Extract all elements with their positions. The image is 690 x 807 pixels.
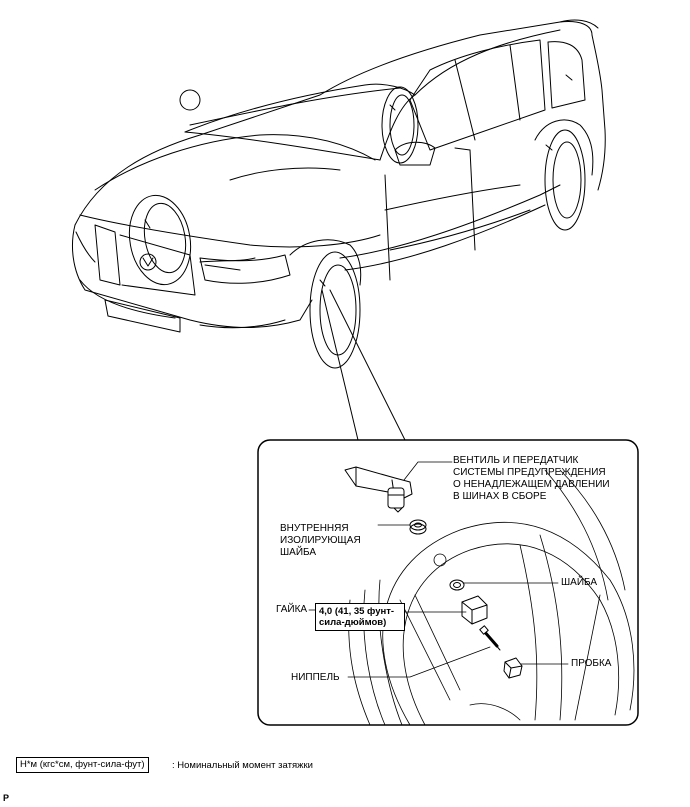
nut-part <box>461 595 488 625</box>
torque-spec-box: 4,0 (41, 35 фунт- сила-дюймов) <box>315 603 405 631</box>
wheel-rim <box>348 469 635 726</box>
legend-units-box: Н*м (кгс*см, фунт-сила-фут) <box>16 757 149 773</box>
washer-part <box>449 579 465 591</box>
callout-line <box>329 289 406 441</box>
callout-line <box>321 289 359 441</box>
detail-box <box>257 439 639 726</box>
valve-transmitter-assembly <box>344 466 413 513</box>
label-washer: ШАЙБА <box>561 577 598 588</box>
label-valve-transmitter: ВЕНТИЛЬ И ПЕРЕДАТЧИК СИСТЕМЫ ПРЕДУПРЕЖДЕ… <box>453 455 610 502</box>
label-inner-washer: ВНУТРЕННЯЯ ИЗОЛИРУЮЩАЯ ШАЙБА <box>280 523 361 558</box>
car-illustration <box>71 19 606 369</box>
label-nut: ГАЙКА <box>276 604 308 615</box>
figure-id: P <box>3 793 10 803</box>
label-valve-core: НИППЕЛЬ <box>291 672 340 683</box>
label-cap: ПРОБКА <box>571 658 612 669</box>
valve-cap-part <box>503 657 523 679</box>
legend-description: : Номинальный момент затяжки <box>172 760 313 771</box>
leader-lines <box>308 461 569 678</box>
inner-washer-part <box>409 519 427 535</box>
valve-core-part <box>479 625 501 651</box>
